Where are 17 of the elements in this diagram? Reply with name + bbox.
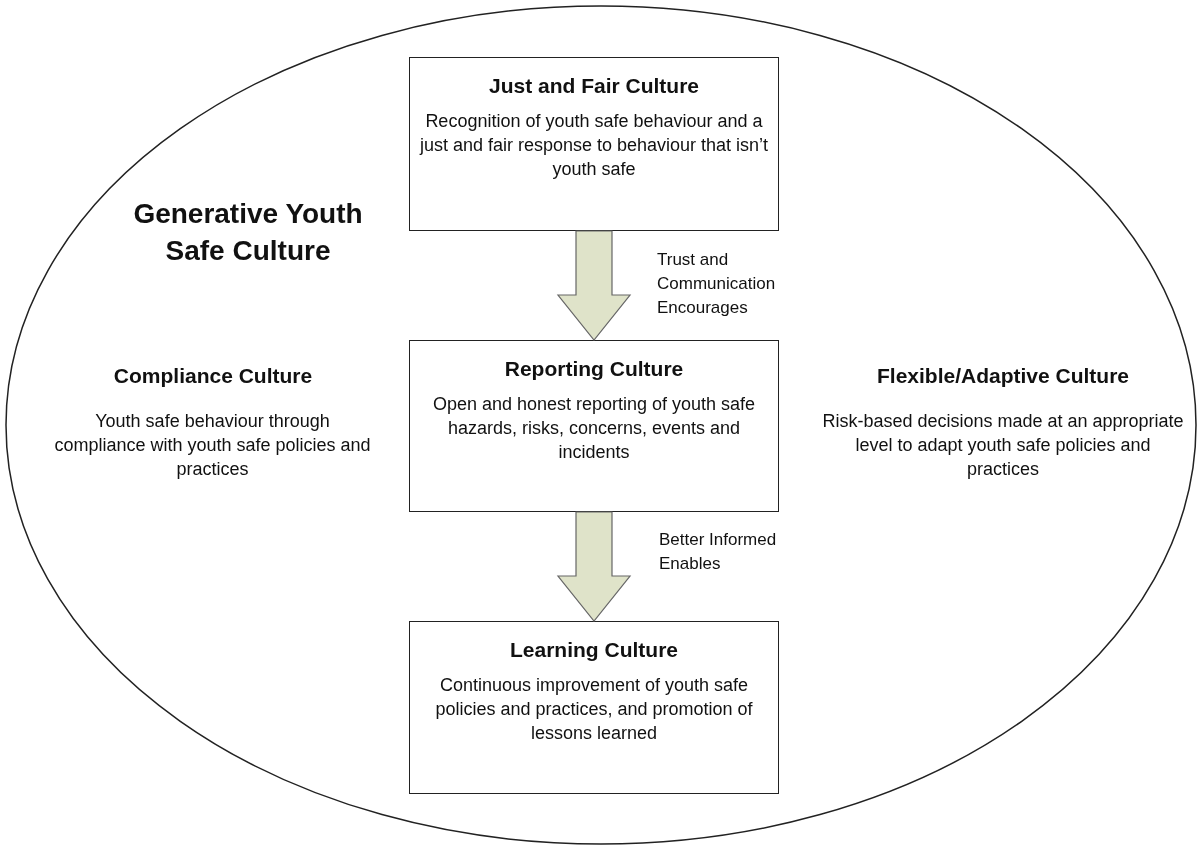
culture-box	[409, 621, 779, 794]
culture-box	[409, 340, 779, 512]
box-heading: Reporting Culture	[503, 357, 685, 381]
section-description: Risk-based decisions made at an appropriate level to adapt youth safe policies and practices	[821, 410, 1185, 481]
block-arrow	[556, 230, 632, 341]
section-heading: Compliance Culture	[112, 364, 314, 388]
ellipse-boundary	[5, 5, 1197, 845]
box-description: Recognition of youth safe behaviour and a just and fair response to behaviour that isn’t youth safe	[418, 110, 770, 181]
culture-box	[409, 57, 779, 231]
box-description: Open and honest reporting of youth safe hazards, risks, concerns, events and incidents	[431, 393, 757, 464]
block-arrow	[556, 511, 632, 622]
box-heading: Learning Culture	[509, 638, 679, 662]
box-heading: Just and Fair Culture	[488, 74, 700, 98]
section-description: Youth safe behaviour through compliance with youth safe policies and practices	[53, 410, 372, 481]
section-heading: Flexible/Adaptive Culture	[875, 364, 1131, 388]
diagram-heading: Generative Youth Safe Culture	[132, 197, 364, 269]
box-description: Continuous improvement of youth safe policies and practices, and promotion of lessons learned	[434, 674, 754, 745]
